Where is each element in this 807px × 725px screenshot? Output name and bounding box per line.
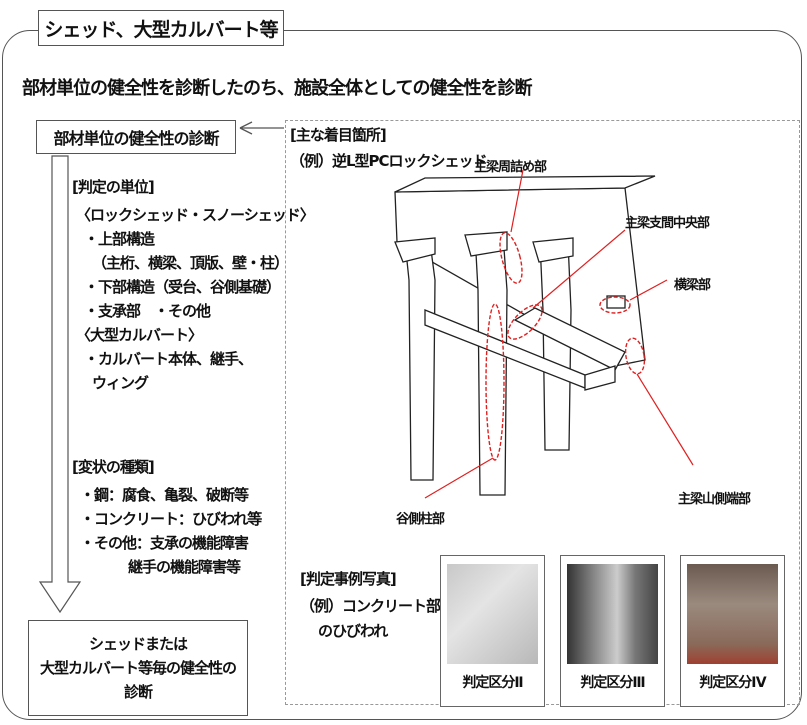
- overall-diagnosis-box: シェッドまたは 大型カルバート等毎の健全性の 診断: [28, 620, 248, 716]
- cross-beam-block: [606, 295, 626, 309]
- label-cross-beam: 横梁部: [674, 278, 711, 293]
- focus-example: （例）逆L型PCロックシェッド: [290, 152, 488, 170]
- leader-line: [510, 169, 524, 233]
- unit-line: ・上部構造: [84, 230, 155, 248]
- leader-line: [424, 457, 494, 499]
- leader-line: [636, 373, 694, 466]
- result-line: 大型カルバート等毎の健全性の: [39, 659, 237, 677]
- member-diagnosis-box: 部材単位の健全性の診断: [36, 120, 236, 154]
- highlight-main-girder-mid: [507, 304, 543, 340]
- slab-top: [394, 175, 656, 193]
- page-title: シェッド、大型カルバート等: [44, 18, 278, 41]
- highlight-mountain-end: [624, 337, 646, 375]
- photo-caption: 判定区分Ⅳ: [699, 675, 766, 691]
- leader-line: [629, 279, 668, 301]
- photo-card: 判定区分Ⅱ: [440, 555, 545, 707]
- column: [404, 241, 436, 481]
- photo-heading: [判定事例写真]: [300, 570, 397, 588]
- unit-line: 〈ロックシェッド・スノーシェッド〉: [76, 206, 315, 224]
- leader-line: [532, 229, 626, 309]
- photo-example: のひびわれ: [318, 622, 388, 640]
- result-line: シェッドまたは: [88, 635, 188, 653]
- focus-heading: [主な着目箇所]: [290, 126, 387, 144]
- deform-heading: [変状の種類]: [72, 458, 155, 476]
- photo-image: [567, 564, 658, 664]
- mountain-wall: [584, 365, 616, 391]
- label-mountain-end: 主梁山側端部: [678, 492, 751, 507]
- highlight-valley-column: [485, 303, 505, 461]
- highlight-main-girder-edge: [499, 232, 523, 284]
- highlight-cross-beam: [599, 296, 631, 314]
- unit-line: 〈大型カルバート〉: [76, 326, 203, 344]
- result-line: 診断: [123, 683, 153, 701]
- photo-example: （例）コンクリート部材: [300, 597, 455, 615]
- title-box: シェッド、大型カルバート等: [38, 10, 284, 46]
- column-cap: [532, 237, 574, 263]
- photo-card: 判定区分Ⅲ: [560, 555, 665, 707]
- label-valley-column: 谷側柱部: [396, 512, 445, 527]
- photo-caption: 判定区分Ⅲ: [580, 675, 645, 691]
- unit-line: ・支承部 ・その他: [84, 302, 211, 320]
- unit-heading: [判定の単位]: [72, 178, 155, 196]
- column-cap: [394, 237, 436, 263]
- photo-image: [687, 564, 778, 664]
- left-arrow-head: [239, 121, 253, 135]
- column: [474, 234, 508, 496]
- unit-line: ウィング: [92, 374, 149, 392]
- deform-line: ・コンクリート：ひびわれ等: [80, 510, 262, 528]
- down-arrow: [38, 155, 82, 614]
- column-cap: [464, 231, 508, 257]
- photo-image: [447, 564, 538, 664]
- deform-line: ・その他：支承の機能障害: [80, 534, 249, 552]
- deform-line: 継手の機能障害等: [128, 558, 241, 576]
- subtitle: 部材単位の健全性を診断したのち、施設全体としての健全性を診断: [22, 78, 532, 99]
- outer-frame: [2, 30, 802, 720]
- unit-line: ・下部構造（受台、谷側基礎）: [84, 278, 281, 296]
- photo-card: 判定区分Ⅳ: [680, 555, 785, 707]
- rockshed-diagram: [394, 169, 694, 499]
- unit-line: ・カルバート本体、継手、: [84, 350, 253, 368]
- label-main-girder-edge: 主梁周詰め部: [474, 160, 547, 175]
- photo-caption: 判定区分Ⅱ: [462, 675, 523, 691]
- unit-line: （主桁、横梁、頂版、壁・柱）: [92, 254, 289, 272]
- label-main-girder-mid: 主梁支間中央部: [625, 216, 710, 231]
- deform-line: ・鋼：腐食、亀裂、破断等: [80, 486, 249, 504]
- member-diagnosis-label: 部材単位の健全性の診断: [53, 129, 219, 148]
